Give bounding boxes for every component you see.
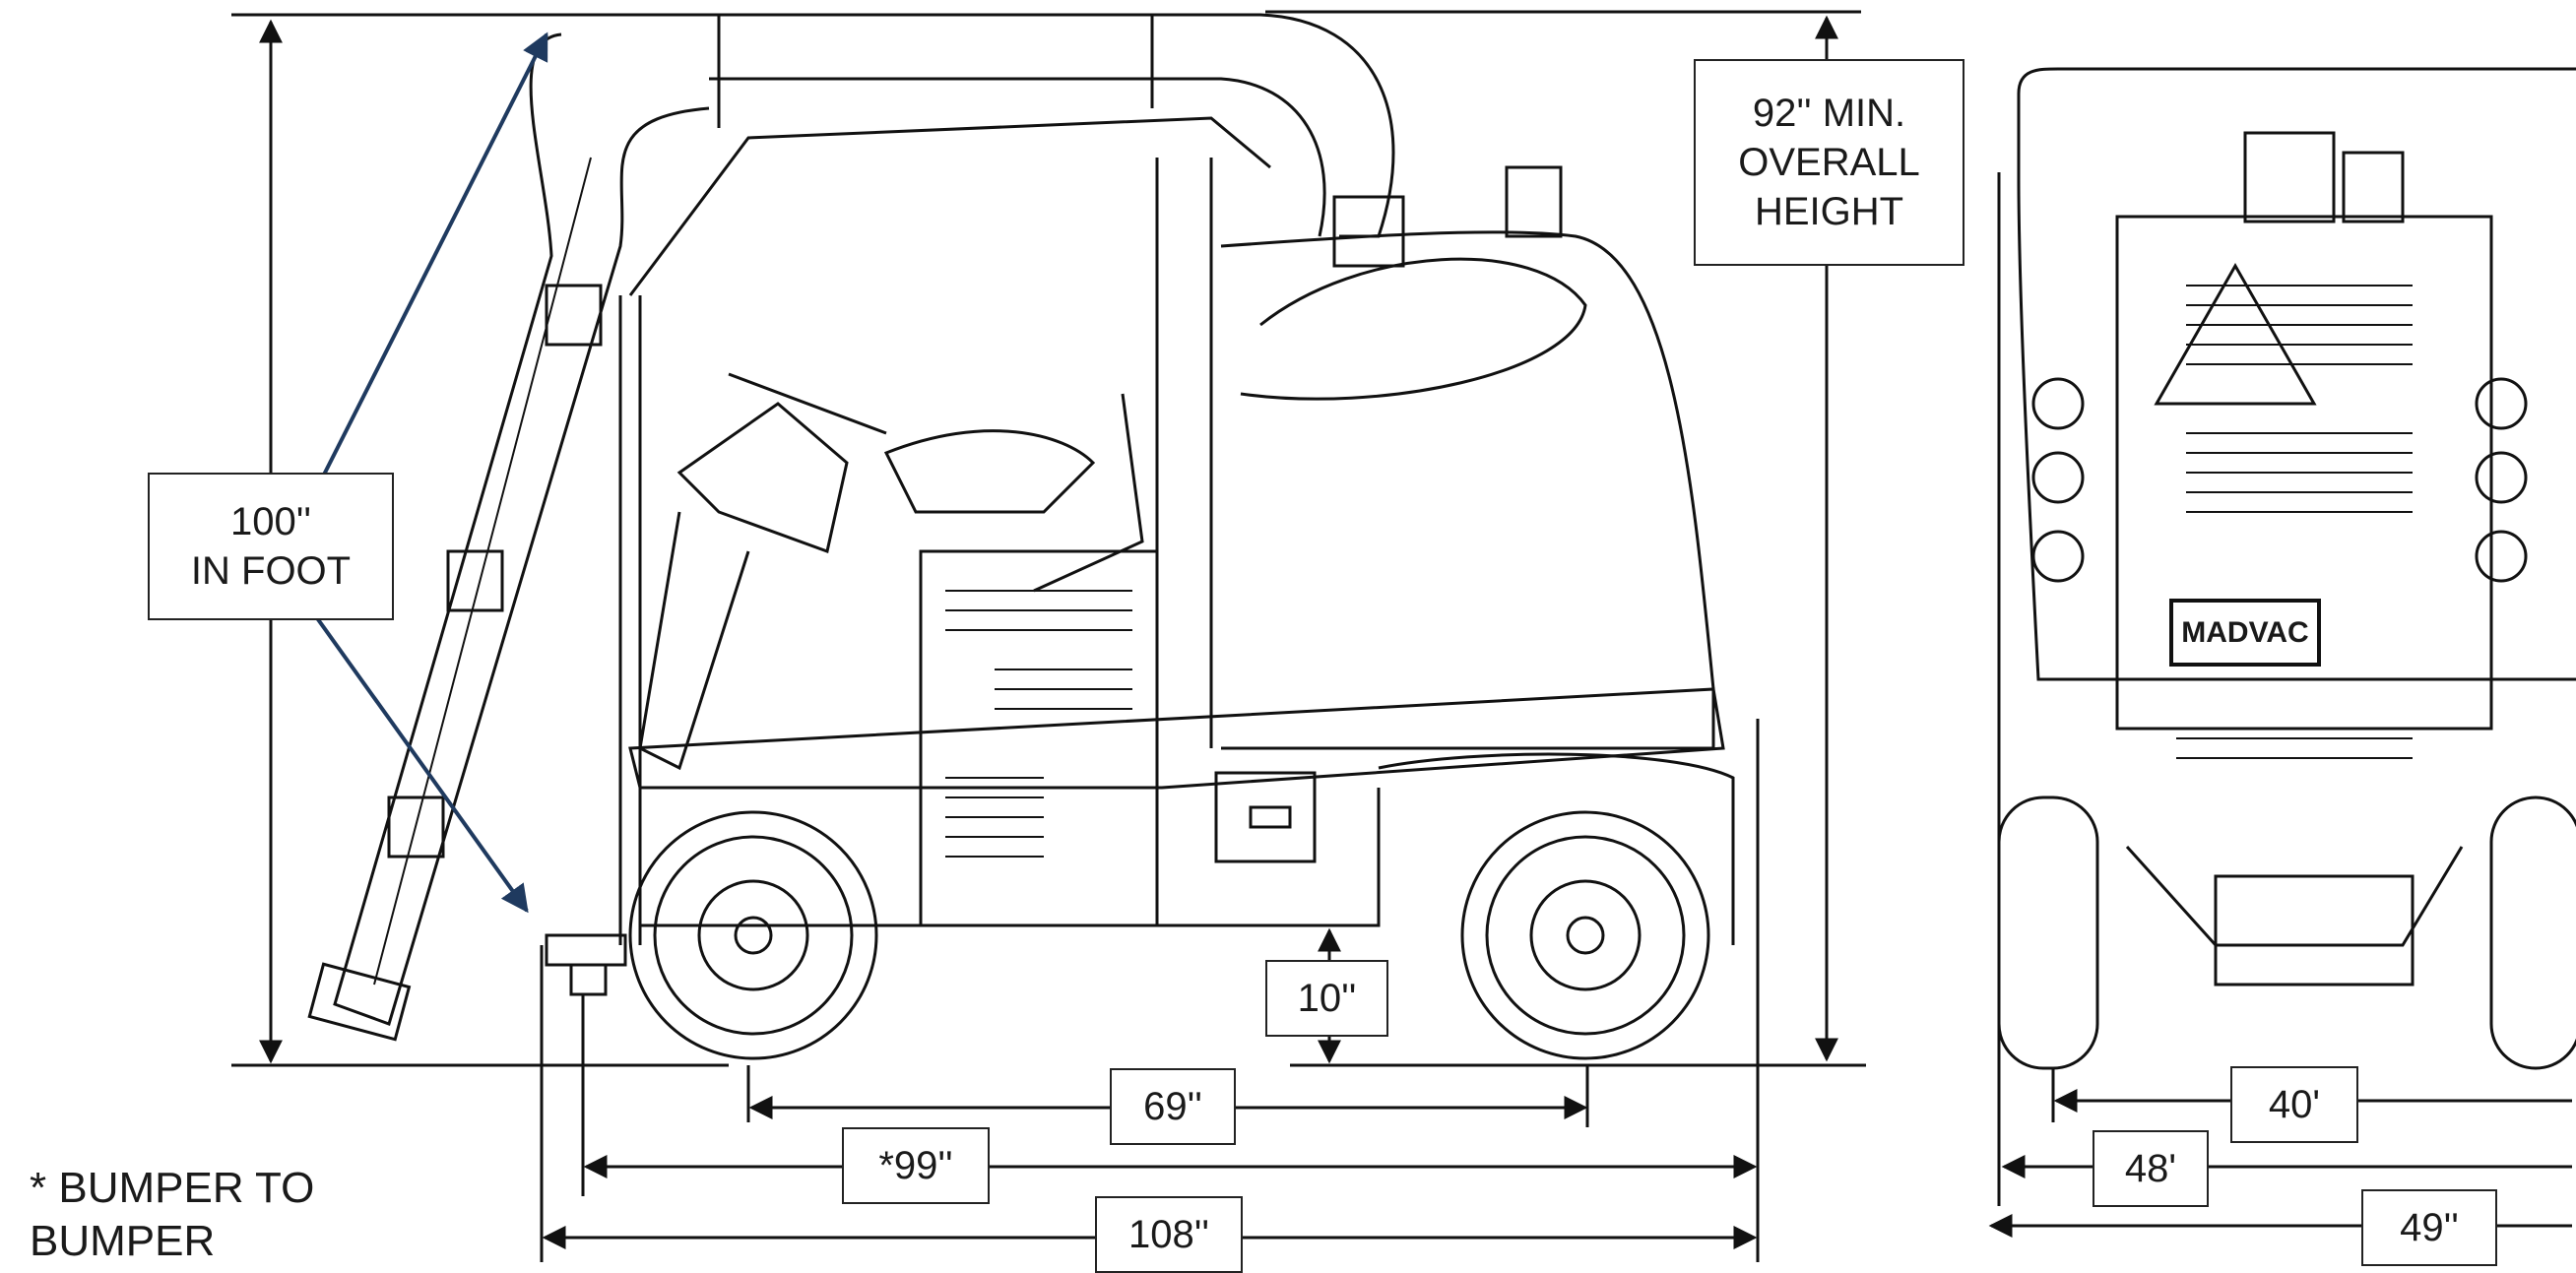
- side-view-dimensions: [231, 10, 1861, 1262]
- brand-plate-frame: [2169, 599, 2321, 667]
- ground-clearance-label: 10'': [1265, 960, 1388, 1037]
- arm-length-arrows: [313, 32, 548, 914]
- arm-length-label: 100'' IN FOOT: [148, 473, 394, 620]
- inner-width-label: 40': [2230, 1066, 2358, 1143]
- bumper-length-label: *99'': [842, 1127, 990, 1204]
- overall-length-label: 108'': [1095, 1196, 1243, 1273]
- wheelbase-label: 69'': [1110, 1068, 1236, 1145]
- mid-width-label: 48': [2093, 1130, 2209, 1207]
- bumper-footnote: * BUMPER TO BUMPER: [30, 1164, 315, 1265]
- overall-width-label: 49'': [2361, 1189, 2497, 1266]
- overall-height-label: 92'' MIN. OVERALL HEIGHT: [1694, 59, 1964, 266]
- brand-plate: MADVAC: [2181, 615, 2309, 649]
- side-view-machine: [231, 13, 1866, 1067]
- rear-view-machine: [1997, 67, 2576, 1206]
